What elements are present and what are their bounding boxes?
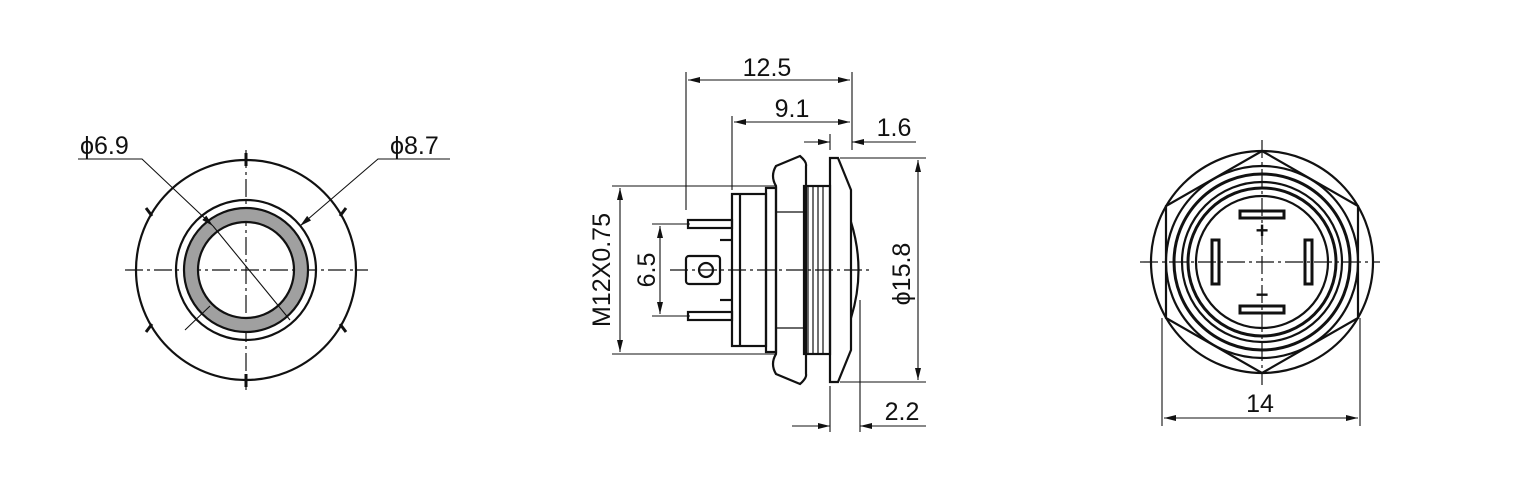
rear-washer-outer (1172, 172, 1352, 352)
front-bezel (174, 198, 318, 342)
side-hex-nut (771, 154, 808, 386)
front-leader-outer (299, 158, 450, 227)
side-terminal-top (686, 218, 734, 230)
front-notch-ll (144, 323, 154, 333)
rear-body-outer (1186, 186, 1338, 338)
dim-2-2-label: 2.2 (885, 398, 920, 426)
side-dome (849, 221, 860, 319)
dim-6-5-label: 6.5 (633, 253, 661, 288)
dim-15-8-label: ϕ15.8 (888, 243, 916, 306)
front-notch-lr (338, 323, 348, 333)
rear-terminal-left (1210, 238, 1221, 286)
front-view: ϕ6.9 ϕ8.7 (78, 132, 450, 390)
side-terminal-hole (697, 261, 715, 279)
front-leader-inner (78, 158, 214, 227)
rear-minus-symbol: − (1256, 282, 1269, 307)
front-ring-outer-edge (182, 206, 310, 334)
rear-hex-nut (1164, 149, 1360, 375)
rear-terminal-right (1303, 238, 1314, 286)
dim-14-label: 14 (1246, 390, 1274, 418)
side-threaded-body (802, 184, 832, 356)
front-leader-inner-ext (212, 225, 291, 321)
side-terminal-center (684, 254, 722, 286)
front-dim-outer-label: ϕ8.7 (390, 132, 439, 160)
dim-1-6-label: 1.6 (877, 114, 912, 142)
rear-terminal-top (1238, 209, 1286, 220)
front-leader-outer-ext (184, 305, 211, 331)
rear-terminal-bottom (1238, 304, 1286, 315)
rear-view: + − 14 (1140, 140, 1380, 426)
front-notch-ul (144, 207, 154, 217)
front-ring-inner-edge (196, 220, 296, 320)
dim-thread-label: M12X0.75 (588, 213, 616, 327)
rear-body-inner (1194, 194, 1330, 330)
front-dim-inner-label: ϕ6.9 (80, 132, 129, 160)
front-notch-ur (338, 207, 348, 217)
side-view: 12.5 9.1 1.6 M12X0.75 6.5 ϕ15.8 2.2 (588, 54, 926, 432)
rear-nut-chamfer (1164, 164, 1360, 360)
rear-washer-inner (1180, 180, 1344, 344)
dim-9-1-label: 9.1 (775, 95, 810, 123)
front-led-ring (184, 208, 308, 332)
side-terminal-bottom (686, 310, 734, 322)
rear-plus-symbol: + (1256, 218, 1269, 243)
dim-12-5-label: 12.5 (743, 54, 792, 82)
side-head-flange (828, 156, 853, 384)
side-rear-body (730, 192, 768, 348)
